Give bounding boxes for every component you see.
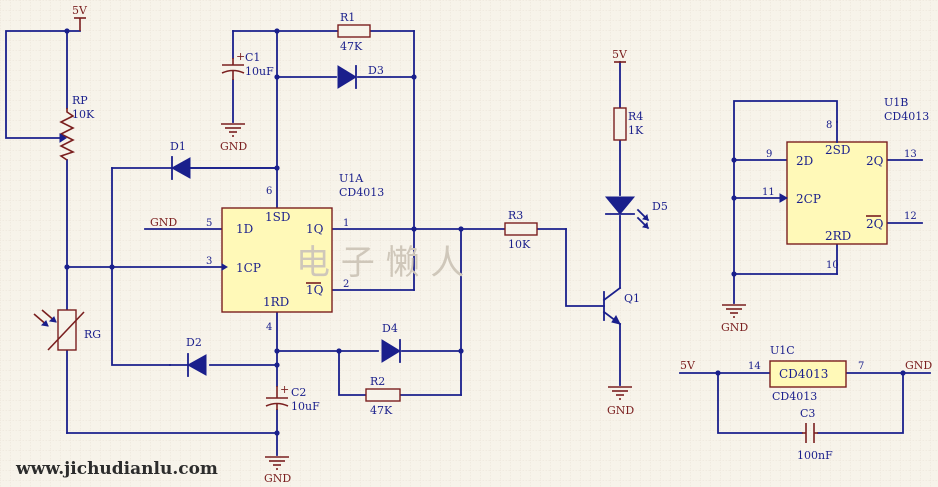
- svg-text:100nF: 100nF: [797, 449, 833, 462]
- vcc-u1c-label: 5V: [680, 359, 696, 372]
- svg-text:U1A: U1A: [339, 172, 364, 185]
- resistor-r4: R4 1K: [613, 107, 644, 141]
- junctions: [64, 28, 906, 436]
- gnd-c1: GND: [220, 123, 247, 153]
- diode-d3: D3: [337, 64, 384, 89]
- svg-text:13: 13: [904, 149, 917, 160]
- transistor-q1: Q1: [602, 286, 640, 326]
- svg-text:10K: 10K: [72, 108, 95, 121]
- vcc-top: 5V: [72, 4, 88, 31]
- svg-text:1Q: 1Q: [306, 222, 324, 236]
- svg-text:2D: 2D: [796, 154, 813, 168]
- svg-text:GND: GND: [721, 321, 748, 334]
- svg-text:2Q: 2Q: [866, 217, 884, 231]
- svg-text:47K: 47K: [340, 40, 363, 53]
- svg-text:12: 12: [904, 211, 917, 222]
- chip-u1a: 1SD 1D 1Q 1CP 1Q 1RD 6 5 1 3 2 4 U1A CD4…: [206, 172, 384, 333]
- gnd-u1c-label: GND: [905, 359, 932, 372]
- svg-text:2CP: 2CP: [796, 192, 821, 206]
- svg-text:GND: GND: [220, 140, 247, 153]
- svg-text:+: +: [236, 50, 245, 63]
- svg-text:1D: 1D: [236, 222, 253, 236]
- svg-text:U1B: U1B: [884, 96, 908, 109]
- capacitor-c2: + C2 10uF: [265, 383, 320, 413]
- svg-text:CD4013: CD4013: [339, 186, 384, 199]
- svg-text:2SD: 2SD: [825, 143, 850, 157]
- led-d5: D5: [604, 196, 668, 230]
- svg-text:10uF: 10uF: [245, 65, 274, 78]
- website-link[interactable]: www.jichudianlu.com: [15, 459, 218, 479]
- svg-text:+: +: [280, 383, 289, 396]
- svg-text:CD4013: CD4013: [884, 110, 929, 123]
- diode-d2: D2: [169, 336, 207, 377]
- svg-text:4: 4: [266, 322, 272, 333]
- svg-text:1K: 1K: [628, 124, 644, 137]
- svg-text:D4: D4: [382, 322, 398, 335]
- svg-text:C1: C1: [245, 51, 260, 64]
- svg-text:10uF: 10uF: [291, 400, 320, 413]
- svg-text:5V: 5V: [72, 4, 88, 17]
- photoresistor-rg: RG: [33, 309, 101, 351]
- svg-text:D3: D3: [368, 64, 384, 77]
- svg-text:R3: R3: [508, 209, 523, 222]
- svg-text:Q1: Q1: [624, 292, 640, 305]
- svg-text:14: 14: [748, 361, 761, 372]
- chip-u1c: CD4013 U1C CD4013 14 7: [748, 344, 864, 403]
- svg-text:1CP: 1CP: [236, 261, 261, 275]
- svg-text:R4: R4: [628, 110, 643, 123]
- svg-text:10: 10: [826, 260, 839, 271]
- svg-text:CD4013: CD4013: [779, 367, 828, 381]
- capacitor-c3: C3 100nF: [797, 407, 833, 462]
- svg-text:5: 5: [206, 218, 212, 229]
- resistor-r2: R2 47K: [365, 375, 401, 417]
- gnd-c2: GND: [264, 456, 291, 485]
- diode-d4: D4: [381, 322, 401, 363]
- svg-text:1: 1: [343, 218, 349, 229]
- svg-text:9: 9: [766, 149, 772, 160]
- svg-text:47K: 47K: [370, 404, 393, 417]
- svg-text:5V: 5V: [612, 48, 628, 61]
- gnd-input-label: GND: [150, 216, 177, 229]
- svg-text:1RD: 1RD: [263, 295, 289, 309]
- svg-text:C3: C3: [800, 407, 815, 420]
- chip-u1b: 2SD 2D 2Q 2CP 2Q 2RD 8 9 13 11 12 10 U1B…: [762, 96, 929, 271]
- svg-text:RP: RP: [72, 94, 88, 107]
- svg-text:2: 2: [343, 279, 349, 290]
- svg-text:R2: R2: [370, 375, 385, 388]
- svg-text:GND: GND: [264, 472, 291, 485]
- resistor-r1: R1 47K: [337, 11, 371, 53]
- svg-text:2RD: 2RD: [825, 229, 851, 243]
- svg-text:11: 11: [762, 187, 775, 198]
- capacitor-c1: + C1 10uF: [221, 50, 274, 80]
- svg-text:RG: RG: [84, 328, 101, 341]
- svg-text:U1C: U1C: [770, 344, 795, 357]
- svg-text:CD4013: CD4013: [772, 390, 817, 403]
- watermark: 电 子 懒 人: [296, 243, 464, 283]
- svg-text:R1: R1: [340, 11, 355, 24]
- svg-text:D5: D5: [652, 200, 668, 213]
- svg-text:6: 6: [266, 186, 272, 197]
- svg-text:GND: GND: [607, 404, 634, 417]
- vcc-led: 5V: [612, 48, 628, 63]
- svg-text:7: 7: [858, 361, 864, 372]
- svg-text:1Q: 1Q: [306, 283, 324, 297]
- diode-d1: D1: [170, 140, 278, 180]
- gnd-q1: GND: [607, 386, 634, 417]
- svg-text:10K: 10K: [508, 238, 531, 251]
- svg-text:3: 3: [206, 256, 212, 267]
- gnd-u1b: GND: [721, 304, 748, 334]
- potentiometer-rp: RP 10K: [59, 94, 95, 161]
- svg-text:C2: C2: [291, 386, 306, 399]
- resistor-r3: R3 10K: [504, 209, 538, 251]
- svg-text:D1: D1: [170, 140, 186, 153]
- svg-text:8: 8: [826, 120, 832, 131]
- svg-text:2Q: 2Q: [866, 154, 884, 168]
- svg-text:1SD: 1SD: [265, 210, 290, 224]
- svg-text:D2: D2: [186, 336, 202, 349]
